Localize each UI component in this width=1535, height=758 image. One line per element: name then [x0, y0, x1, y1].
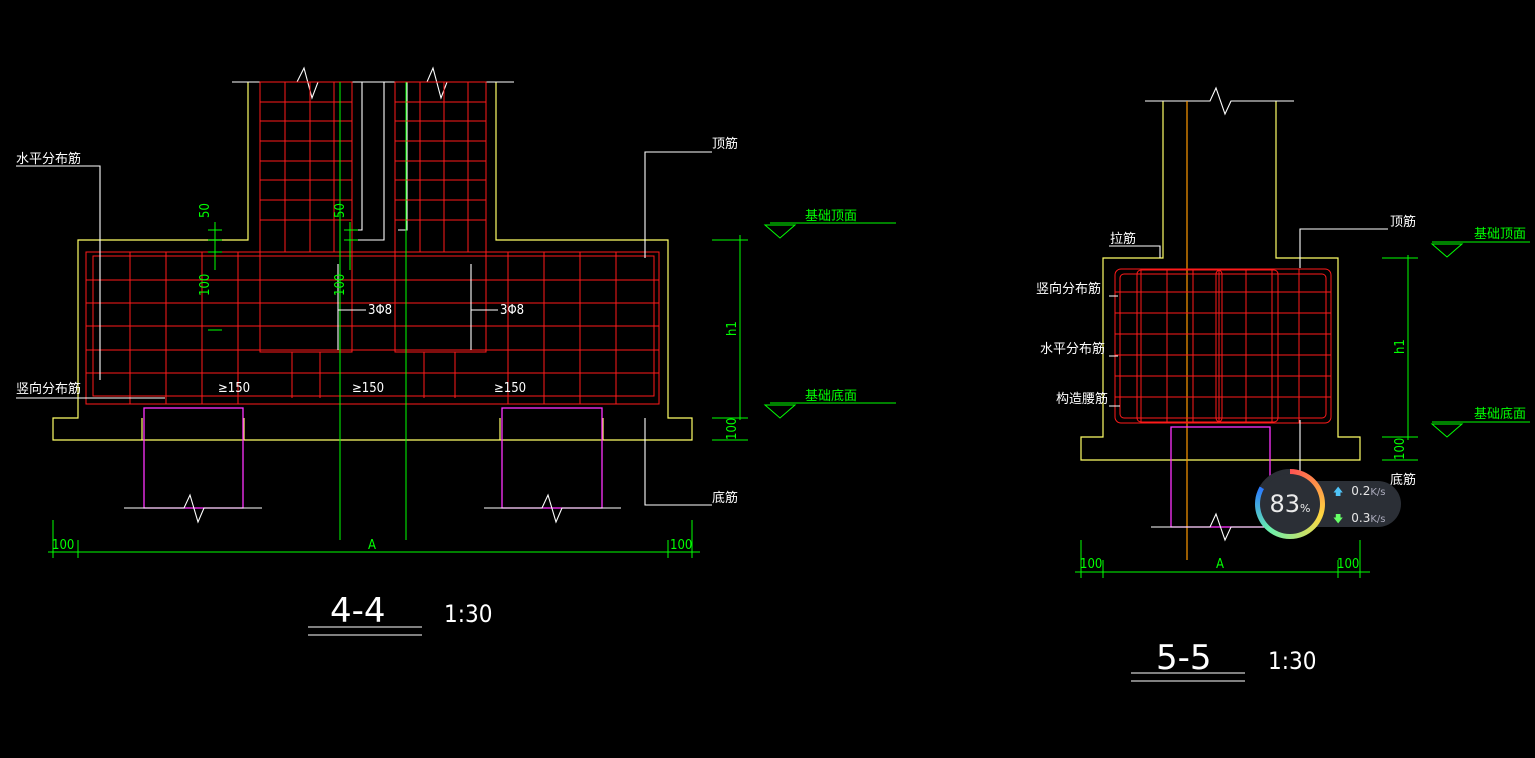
dim-100-right-5-5: 100: [1393, 438, 1408, 460]
rebar-mesh-4-4: [85, 81, 660, 405]
leader-bottom-bar: [644, 418, 712, 506]
label-vertical-bar-5-5: 竖向分布筋: [1036, 281, 1101, 297]
dim-50-left: 50: [198, 203, 213, 218]
dim-100-right-4-4: 100: [725, 418, 740, 440]
title-underline-4-4: [308, 626, 422, 636]
dim-bottom-5-5: [1075, 540, 1370, 578]
pile-left: [143, 407, 244, 509]
dim-right-5-5: [1382, 255, 1418, 461]
label-foundation-bottom: 基础底面: [805, 388, 857, 404]
dim-h1-5-5: h1: [1393, 339, 1408, 354]
section-5-5: 拉筋 竖向分布筋 水平分布筋 构造腰筋 顶筋 底筋 基础顶面 基础底面 h1 1…: [1036, 86, 1530, 682]
upload-speed: 🡅 0.2K/s: [1333, 484, 1386, 502]
dim-100-bottom-right-4-4: 100: [670, 538, 692, 553]
section-4-4: 水平分布筋 竖向分布筋 顶筋 底筋 基础顶面 基础底面 50 50 100 10…: [16, 66, 896, 636]
label-structural-bar: 构造腰筋: [1056, 391, 1108, 407]
upload-arrow-icon: 🡅: [1333, 487, 1344, 498]
dim-100-bottom-right-5-5: 100: [1337, 557, 1359, 572]
foundation-bottom-symbol-5-5: [1430, 421, 1530, 438]
wall-inner-right: [398, 82, 408, 231]
pile-break-5-5: [1151, 512, 1290, 542]
label-3phi8-right: 3Φ8: [500, 303, 524, 318]
label-ge150-right: ≥150: [494, 381, 526, 396]
label-tie-bar: 拉筋: [1110, 231, 1136, 247]
label-horizontal-bar: 水平分布筋: [16, 151, 81, 167]
upload-value: 0.2: [1351, 484, 1371, 498]
usage-percent: 83%: [1270, 490, 1311, 518]
label-vertical-bar: 竖向分布筋: [16, 381, 81, 397]
section-scale-5-5: 1:30: [1268, 647, 1316, 675]
network-speed-widget[interactable]: 83% 🡅0.2K/s 🡇0.3K/s: [1255, 469, 1405, 539]
dim-h1-4-4: h1: [725, 321, 740, 336]
dim-50-mid: 50: [333, 203, 348, 218]
centerlines-4-4: [339, 82, 407, 540]
break-line-top-5-5: [1145, 86, 1294, 116]
pile-break-left: [124, 493, 262, 524]
label-foundation-bottom-5-5: 基础底面: [1474, 406, 1526, 422]
dim-left-vertical: [208, 222, 222, 331]
download-arrow-icon: 🡇: [1333, 514, 1344, 525]
label-foundation-top: 基础顶面: [805, 209, 857, 224]
download-unit: K/s: [1370, 514, 1386, 525]
label-3phi8-left: 3Φ8: [368, 303, 392, 318]
leader-horizontal-bar: [16, 165, 101, 380]
leader-top-bar: [644, 151, 712, 258]
dim-A-5-5: A: [1216, 557, 1224, 572]
upload-unit: K/s: [1370, 487, 1386, 498]
leaders-left-5-5: [1109, 245, 1161, 407]
label-bottom-bar-5-5: 底筋: [1390, 472, 1416, 488]
download-speed: 🡇 0.3K/s: [1333, 511, 1386, 529]
leaders-right-5-5: [1299, 228, 1388, 488]
pile-break-right: [484, 493, 621, 524]
usage-percent-value: 83: [1269, 490, 1301, 518]
section-title-5-5: 5-5: [1156, 638, 1212, 678]
dim-bottom-4-4: [48, 520, 700, 558]
label-bottom-bar: 底筋: [712, 490, 738, 506]
break-line-top: [232, 66, 514, 100]
dim-100-bottom-left-4-4: 100: [52, 538, 74, 553]
label-top-bar: 顶筋: [712, 136, 738, 152]
usage-ring-inner: 83%: [1260, 474, 1320, 534]
section-scale-4-4: 1:30: [444, 600, 492, 628]
usage-percent-sign: %: [1300, 502, 1311, 515]
foundation-bottom-symbol: [763, 402, 896, 419]
section-5-5-outline: [1080, 101, 1361, 461]
leader-3phi8-right: [470, 264, 498, 350]
dim-right-4-4: [712, 235, 748, 441]
label-horizontal-bar-5-5: 水平分布筋: [1040, 341, 1105, 357]
dim-mid-vertical: [344, 222, 358, 270]
label-ge150-mid: ≥150: [352, 381, 384, 396]
section-title-4-4: 4-4: [330, 591, 386, 631]
dim-100-bottom-left-5-5: 100: [1080, 557, 1102, 572]
pile-right: [501, 407, 603, 509]
label-top-bar-5-5: 顶筋: [1390, 214, 1416, 230]
dim-100-mid: 100: [333, 274, 348, 296]
dim-A-4-4: A: [368, 538, 376, 553]
foundation-top-symbol-5-5: [1430, 241, 1530, 258]
rebar-mesh-5-5: [1114, 268, 1332, 424]
download-value: 0.3: [1351, 511, 1371, 525]
label-foundation-top-5-5: 基础顶面: [1474, 227, 1526, 242]
label-ge150-left: ≥150: [218, 381, 250, 396]
foundation-top-symbol: [763, 222, 896, 239]
title-underline-5-5: [1131, 672, 1245, 682]
leader-3phi8-left: [337, 264, 366, 350]
section-4-4-outline: [52, 82, 693, 441]
usage-ring: 83%: [1255, 469, 1325, 539]
footing-ticks: [141, 418, 604, 440]
dim-100-left: 100: [198, 274, 213, 296]
